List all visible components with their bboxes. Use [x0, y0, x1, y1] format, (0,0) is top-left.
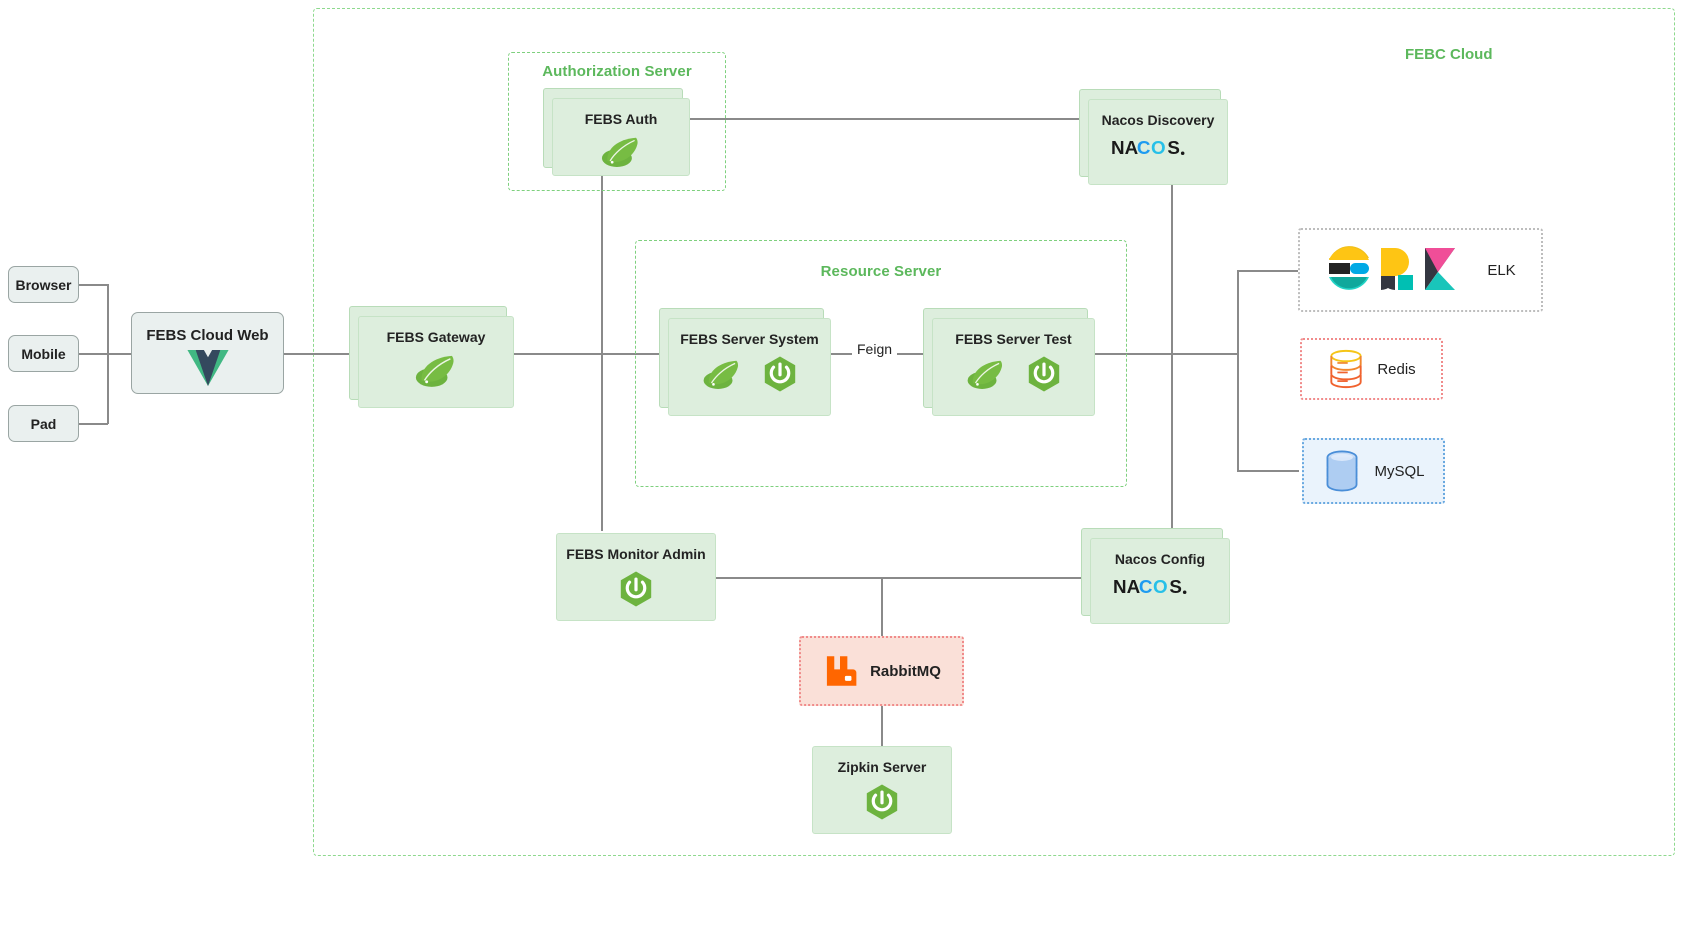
febs-gateway-label: FEBS Gateway: [386, 329, 486, 345]
connector-monitor-config: [716, 577, 1081, 579]
svg-text:NA: NA: [1113, 576, 1141, 597]
rabbitmq-label: RabbitMQ: [870, 662, 941, 680]
spring-leaf-icon: [413, 353, 459, 389]
client-browser-label: Browser: [15, 276, 72, 293]
rabbitmq-box[interactable]: RabbitMQ: [799, 636, 964, 706]
febs-server-test-icons: [965, 355, 1063, 393]
connector-gateway-resource: [512, 353, 675, 355]
febs-server-system-icons: [701, 355, 799, 393]
febs-auth-box[interactable]: FEBS Auth: [552, 98, 690, 176]
spring-boot-actuator-icon: [863, 783, 901, 821]
connector-servertest-right: [1085, 353, 1238, 355]
client-pad[interactable]: Pad: [8, 405, 79, 442]
connector-right-bus: [1237, 271, 1239, 472]
rabbitmq-icon: [822, 653, 858, 689]
svg-text:O: O: [1153, 576, 1168, 597]
spring-leaf-icon: [965, 358, 1007, 391]
connector-rabbit-zipkin: [881, 706, 883, 747]
redis-db-icon: [1327, 349, 1365, 389]
spring-boot-actuator-icon: [1025, 355, 1063, 393]
client-browser[interactable]: Browser: [8, 266, 79, 303]
svg-text:C: C: [1139, 576, 1153, 597]
nacos-logo: NA C O S: [1111, 135, 1205, 161]
connector-bus-mysql: [1237, 470, 1299, 472]
resource-server-title: Resource Server: [820, 263, 942, 280]
nacos-discovery-box[interactable]: Nacos Discovery NA C O S: [1088, 99, 1228, 185]
client-pad-label: Pad: [30, 415, 57, 432]
nacos-discovery-label: Nacos Discovery: [1101, 112, 1215, 128]
nacos-config-box[interactable]: Nacos Config NA C O S: [1090, 538, 1230, 624]
zipkin-server-box[interactable]: Zipkin Server: [812, 746, 952, 834]
febs-auth-label: FEBS Auth: [584, 111, 658, 127]
elk-label: ELK: [1487, 261, 1516, 279]
connector-web-gateway: [284, 353, 351, 355]
febs-server-system-stack[interactable]: FEBS Server System: [659, 308, 834, 418]
svg-text:NA: NA: [1111, 137, 1139, 158]
vue-icon: [186, 350, 229, 386]
spring-leaf-icon: [599, 135, 643, 169]
febs-auth-stack[interactable]: FEBS Auth: [543, 88, 693, 178]
febs-gateway-stack[interactable]: FEBS Gateway: [349, 306, 517, 410]
nacos-logo: NA C O S: [1113, 574, 1207, 600]
svg-text:C: C: [1137, 137, 1151, 158]
mysql-label: MySQL: [1374, 462, 1425, 480]
svg-text:O: O: [1151, 137, 1166, 158]
connector-pad: [79, 423, 108, 425]
redis-box[interactable]: Redis: [1300, 338, 1443, 400]
zipkin-server-icons: [863, 783, 901, 821]
connector-auth-spine: [601, 176, 603, 531]
febs-monitor-admin-icons: [617, 570, 655, 608]
connector-mobile: [79, 353, 133, 355]
nacos-discovery-stack[interactable]: Nacos Discovery NA C O S: [1079, 89, 1231, 187]
febs-auth-icons: [599, 135, 643, 169]
febs-monitor-admin-label: FEBS Monitor Admin: [566, 546, 706, 562]
febs-monitor-admin-box[interactable]: FEBS Monitor Admin: [556, 533, 716, 621]
febc-cloud-container: [313, 8, 1675, 856]
resource-server-group: Resource Server: [635, 240, 1127, 487]
febs-server-test-stack[interactable]: FEBS Server Test: [923, 308, 1098, 418]
connector-nacos-spine: [1171, 176, 1173, 530]
authorization-server-title: Authorization Server: [542, 63, 692, 80]
spring-boot-actuator-icon: [761, 355, 799, 393]
connector-auth-discovery: [687, 118, 1082, 120]
svg-text:S: S: [1169, 576, 1182, 597]
mysql-db-icon: [1322, 449, 1362, 493]
febs-cloud-web-box[interactable]: FEBS Cloud Web: [131, 312, 284, 394]
zipkin-server-label: Zipkin Server: [837, 759, 927, 775]
client-mobile[interactable]: Mobile: [8, 335, 79, 372]
nacos-config-stack[interactable]: Nacos Config NA C O S: [1081, 528, 1233, 626]
febs-gateway-icons: [413, 353, 459, 389]
nacos-config-label: Nacos Config: [1114, 551, 1206, 567]
connector-bus-elk: [1237, 270, 1299, 272]
febs-gateway-box[interactable]: FEBS Gateway: [358, 316, 514, 408]
febs-cloud-web-label: FEBS Cloud Web: [146, 327, 269, 344]
connector-rabbit-up: [881, 577, 883, 637]
client-mobile-label: Mobile: [21, 345, 66, 362]
elk-logo: [1325, 244, 1475, 296]
febs-server-system-box[interactable]: FEBS Server System: [668, 318, 831, 416]
spring-leaf-icon: [701, 358, 743, 391]
febs-server-test-label: FEBS Server Test: [955, 331, 1072, 347]
spring-boot-actuator-icon: [617, 570, 655, 608]
elk-box[interactable]: ELK: [1298, 228, 1543, 312]
connector-browser: [79, 284, 108, 286]
feign-edge-label: Feign: [852, 341, 898, 357]
authorization-server-group: Authorization Server: [508, 52, 726, 191]
mysql-box[interactable]: MySQL: [1302, 438, 1445, 504]
febs-server-system-label: FEBS Server System: [680, 331, 819, 347]
febc-cloud-label: FEBC Cloud: [1405, 46, 1493, 63]
febs-server-test-box[interactable]: FEBS Server Test: [932, 318, 1095, 416]
svg-text:S: S: [1167, 137, 1180, 158]
connector-client-bus: [107, 284, 109, 424]
redis-label: Redis: [1377, 360, 1416, 378]
